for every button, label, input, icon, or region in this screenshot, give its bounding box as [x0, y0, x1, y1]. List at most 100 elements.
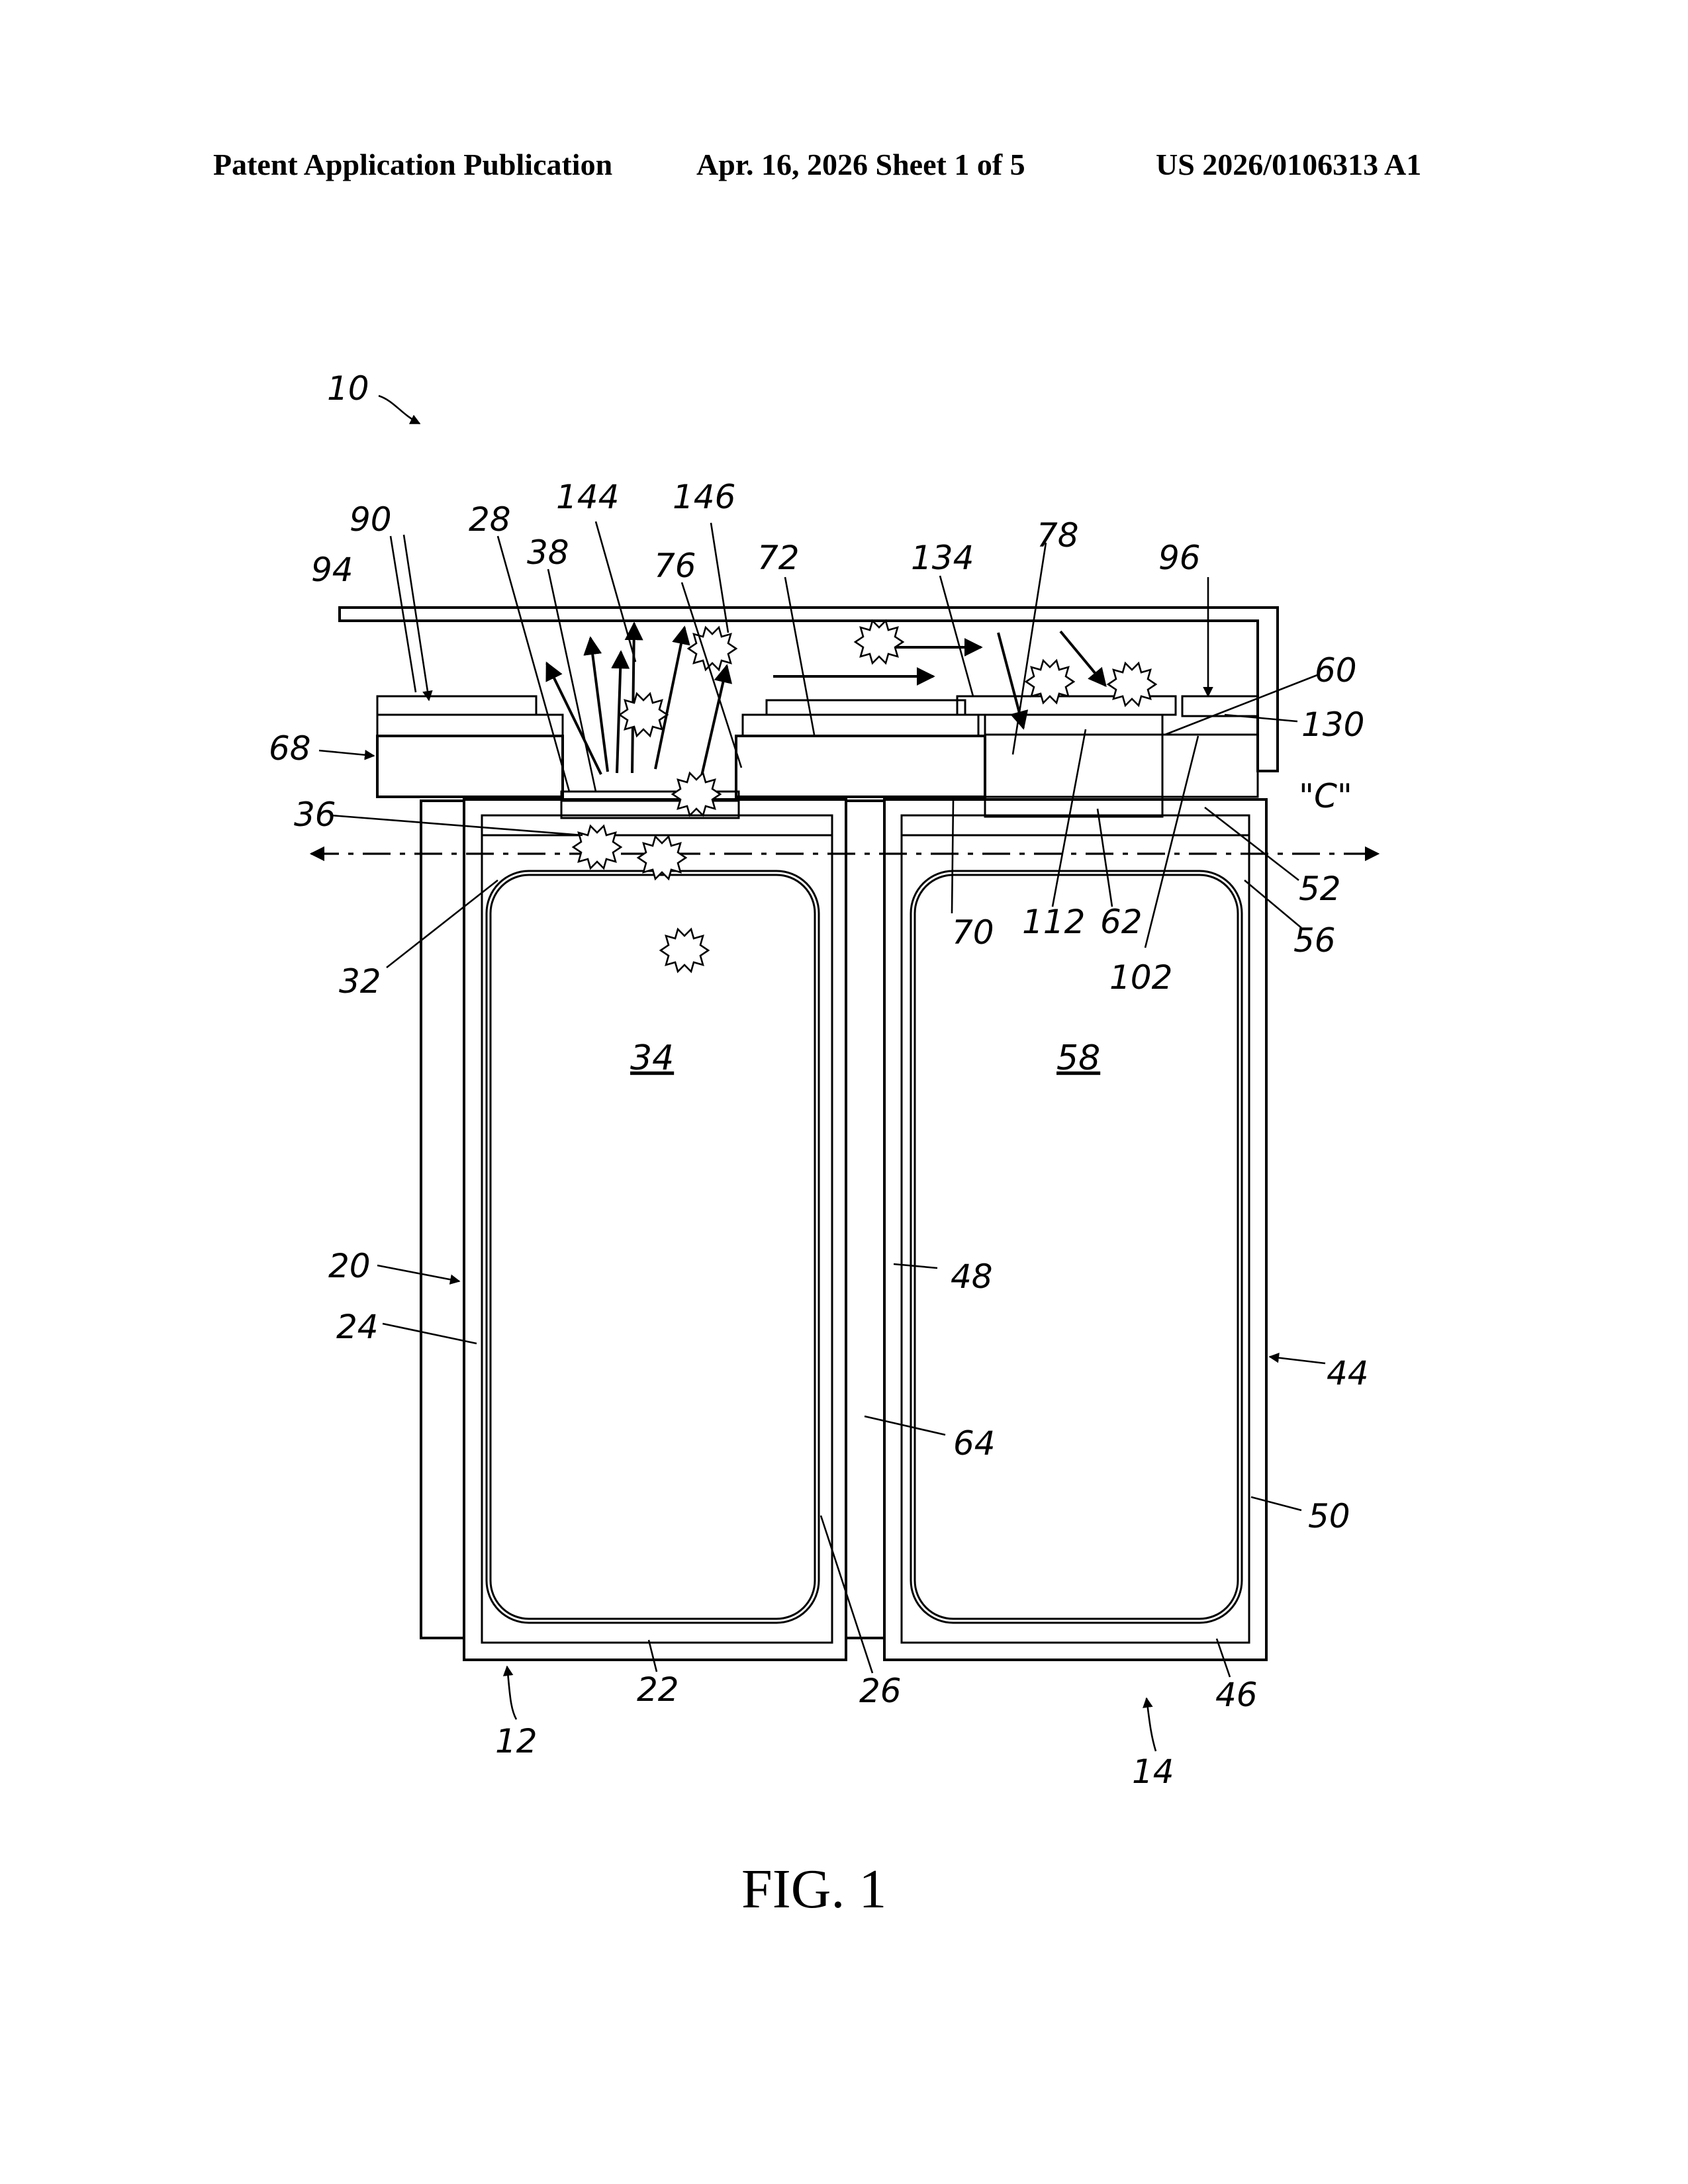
- cell-case-22: [464, 799, 846, 1660]
- leader-60: [1165, 675, 1317, 735]
- ref-10: 10: [327, 369, 369, 408]
- flow-arrow: [655, 627, 684, 769]
- leader-72: [785, 577, 814, 735]
- ref-96: 96: [1158, 539, 1201, 577]
- flow-arrow: [617, 652, 621, 773]
- busbar-90: [377, 696, 536, 715]
- leader-94: [391, 536, 416, 692]
- divider-plate-64: [846, 801, 884, 1638]
- leader-20: [377, 1265, 459, 1281]
- burst-mark: [1026, 660, 1074, 703]
- leader-144: [596, 522, 635, 662]
- leader-102: [1145, 736, 1198, 948]
- electrode-assembly-inner-right: [915, 875, 1238, 1619]
- ref-68: 68: [269, 729, 311, 768]
- figure-caption: FIG. 1: [741, 1858, 886, 1920]
- leader-112: [1053, 729, 1086, 907]
- insulator-94: [377, 715, 563, 736]
- leader-10: [379, 396, 420, 424]
- cavity-label-58: 58: [1056, 1038, 1100, 1078]
- ref-52: 52: [1299, 870, 1341, 908]
- ref-134: 134: [911, 539, 974, 577]
- ref-26: 26: [859, 1672, 902, 1710]
- ref-28: 28: [469, 500, 511, 539]
- leader-76: [682, 582, 741, 768]
- leader-24: [383, 1324, 477, 1343]
- flow-arrow: [547, 663, 601, 774]
- burst-mark: [573, 826, 621, 868]
- leader-14: [1147, 1698, 1156, 1751]
- ref-76: 76: [654, 547, 696, 585]
- electrode-assembly-58: [911, 871, 1242, 1623]
- ref-146: 146: [673, 478, 735, 516]
- busbar-72: [767, 700, 965, 715]
- ref-112: 112: [1022, 903, 1085, 941]
- ref-78: 78: [1037, 516, 1079, 555]
- leader-28: [498, 536, 569, 792]
- leader-68: [319, 751, 374, 756]
- leader-46: [1217, 1639, 1230, 1677]
- ref-90: 90: [350, 500, 392, 539]
- burst-mark: [1108, 663, 1156, 705]
- terminal-block-130: [1162, 735, 1258, 797]
- ref-44: 44: [1327, 1354, 1369, 1392]
- insulator-72: [743, 715, 978, 736]
- leader-50: [1251, 1497, 1301, 1510]
- ref-20: 20: [328, 1247, 371, 1285]
- ref-62: 62: [1100, 903, 1143, 941]
- leader-52: [1205, 807, 1299, 880]
- ref-38: 38: [527, 533, 569, 572]
- burst-mark: [661, 929, 708, 972]
- leader-90: [404, 535, 429, 700]
- leader-62: [1098, 809, 1112, 907]
- side-plate-20: [421, 801, 464, 1638]
- ref-C: "C": [1299, 777, 1352, 815]
- cavity-label-34: 34: [630, 1038, 674, 1078]
- ref-24: 24: [336, 1308, 379, 1346]
- insulator-112: [985, 715, 1162, 735]
- electrode-assembly-34: [487, 871, 819, 1623]
- ref-32: 32: [339, 962, 381, 1001]
- ref-12: 12: [495, 1722, 538, 1760]
- top-structure: [340, 608, 1278, 818]
- ref-36: 36: [294, 796, 336, 834]
- leader-130: [1225, 715, 1297, 721]
- ref-48: 48: [951, 1257, 993, 1296]
- ref-64: 64: [953, 1424, 996, 1463]
- ref-72: 72: [757, 539, 800, 577]
- leader-lines: [319, 396, 1325, 1751]
- ref-14: 14: [1132, 1752, 1174, 1791]
- leader-70: [952, 801, 953, 913]
- ref-70: 70: [952, 913, 994, 952]
- leader-44: [1270, 1357, 1325, 1363]
- ref-102: 102: [1109, 958, 1172, 997]
- ref-60: 60: [1315, 651, 1357, 690]
- leader-36: [331, 815, 583, 835]
- flow-arrow: [632, 623, 634, 773]
- ref-22: 22: [637, 1670, 679, 1709]
- leader-12: [507, 1666, 516, 1719]
- ref-56: 56: [1293, 921, 1336, 960]
- burst-mark: [673, 773, 720, 815]
- terminal-block-112: [985, 715, 1162, 797]
- leader-134: [940, 576, 973, 696]
- flow-arrow: [590, 638, 608, 772]
- cell-case-inner-wall: [482, 815, 832, 1643]
- terminal-block-68: [377, 736, 563, 797]
- ref-46: 46: [1215, 1676, 1258, 1714]
- electrode-assembly-inner: [491, 875, 815, 1619]
- busbar-134: [957, 696, 1176, 715]
- leader-22: [649, 1640, 657, 1672]
- terminal-block-72: [736, 736, 985, 797]
- leader-146: [711, 523, 728, 633]
- ref-94: 94: [311, 551, 353, 589]
- burst-mark: [688, 627, 736, 670]
- leader-64: [865, 1416, 945, 1435]
- ref-130: 130: [1301, 705, 1364, 744]
- ref-144: 144: [556, 478, 619, 516]
- burst-mark: [855, 621, 903, 663]
- battery-cell-12: [421, 799, 846, 1660]
- ref-50: 50: [1308, 1497, 1350, 1535]
